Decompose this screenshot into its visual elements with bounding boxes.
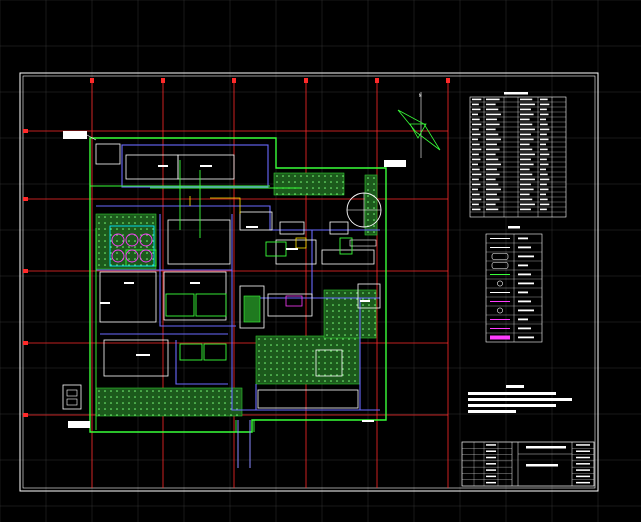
building-right-6: [315, 349, 343, 377]
compass-circle-icon: [346, 192, 382, 247]
buildings: [95, 143, 381, 409]
symbol-left-box: [62, 384, 82, 410]
building-right-1: [279, 221, 305, 235]
building-gate: [95, 143, 121, 165]
notes-block: [468, 385, 572, 413]
building-pump: [239, 285, 265, 329]
building-tank-left: [125, 154, 179, 180]
callout-tags: [63, 131, 406, 428]
green-belt-zones: [95, 172, 378, 417]
callout-upper-left: [63, 131, 87, 139]
building-north-strip: [239, 211, 273, 231]
svg-text:N: N: [419, 93, 422, 98]
building-center-right: [267, 293, 313, 317]
axis-markers: [23, 78, 450, 417]
building-center-mid: [167, 219, 231, 265]
building-labels: [100, 165, 374, 422]
building-tank-right: [177, 154, 235, 180]
site-boundary: [89, 137, 387, 433]
equipment-schedule-table: [469, 92, 567, 218]
site-plan[interactable]: [89, 137, 387, 468]
internal-roads: [96, 144, 380, 411]
vegetation-dots: [98, 175, 376, 416]
pump-station: [189, 196, 307, 323]
title-block: [461, 441, 595, 487]
building-bottom-right: [257, 389, 359, 409]
callout-upper-right: [384, 160, 406, 167]
north-arrow-icon: N: [397, 92, 441, 158]
access-road: [237, 420, 251, 468]
sheet-inner-border: [22, 75, 596, 489]
building-right-5: [357, 283, 381, 309]
callout-lower-left: [68, 421, 90, 428]
sheet-border: [19, 72, 599, 492]
building-main-center: [163, 271, 227, 321]
building-lower-left: [103, 339, 169, 377]
building-main-left: [99, 271, 157, 323]
legend-table: [485, 226, 543, 343]
process-equipment-cluster: [109, 225, 155, 267]
building-right-4: [321, 249, 375, 265]
building-right-3: [329, 221, 349, 235]
